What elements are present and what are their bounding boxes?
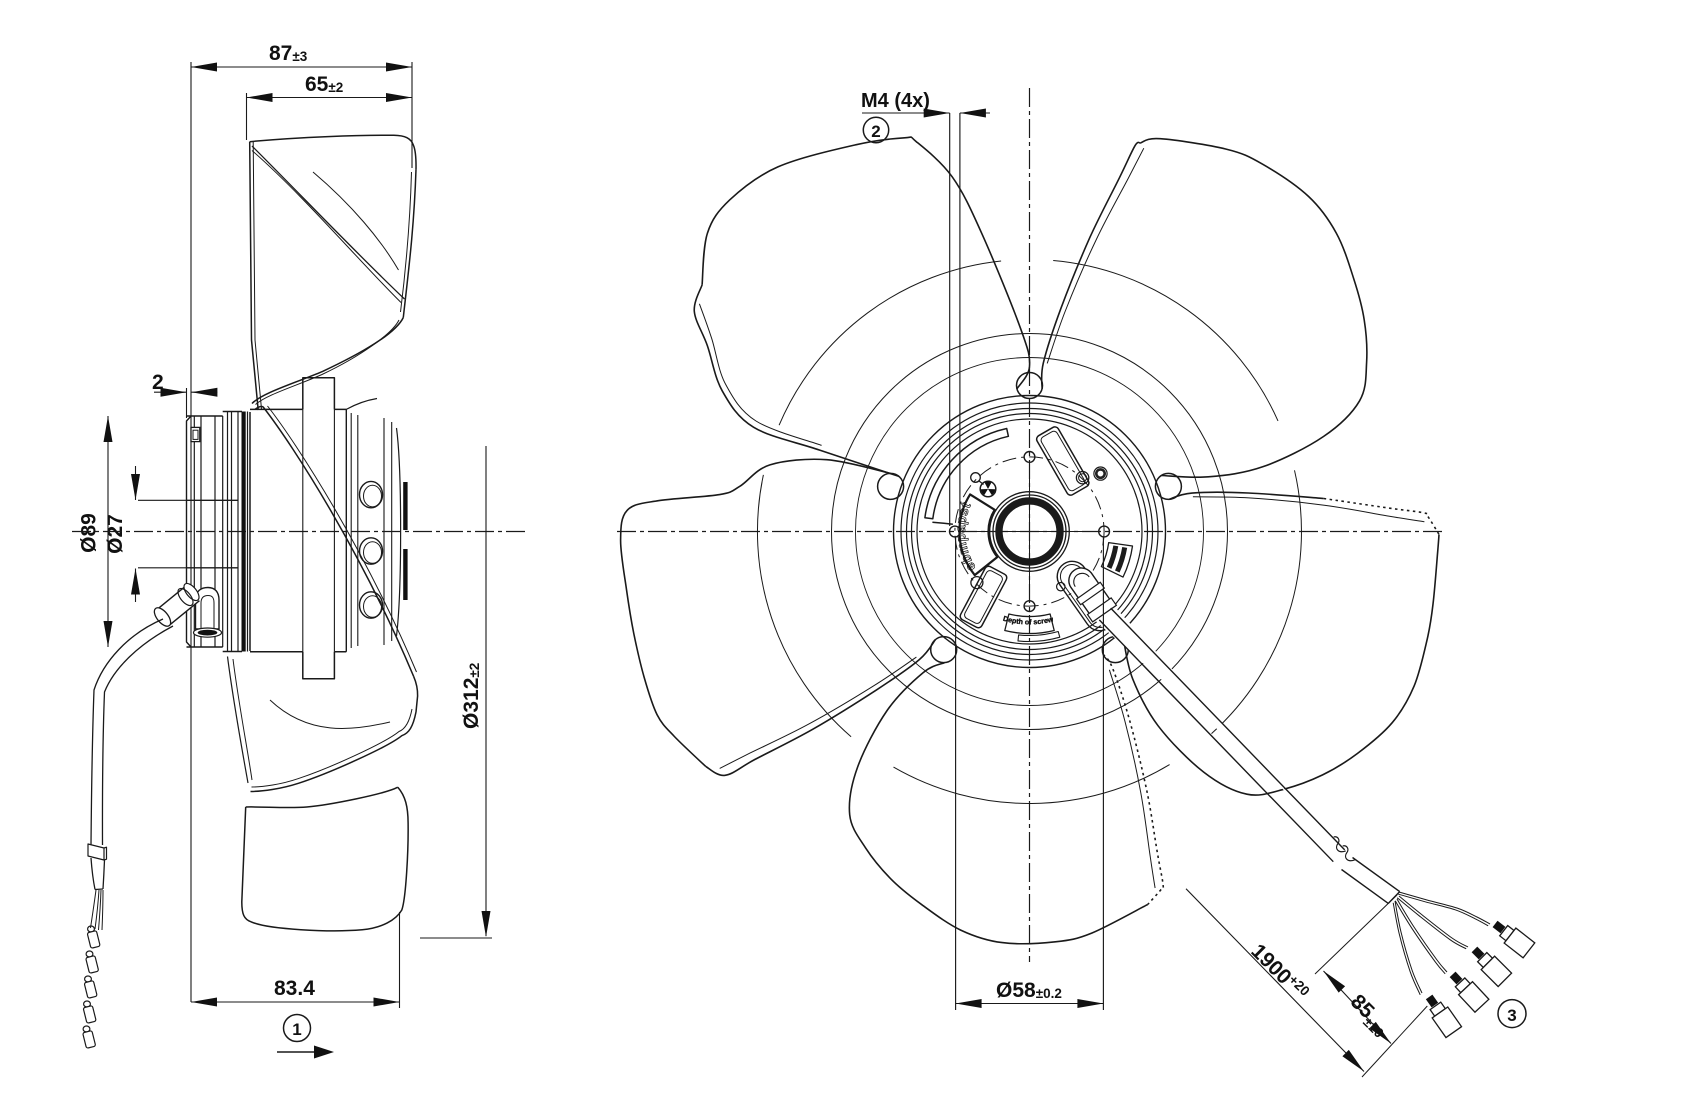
svg-text:2: 2: [871, 122, 880, 141]
svg-text:83.4: 83.4: [274, 977, 315, 1000]
svg-text:1: 1: [292, 1020, 301, 1039]
svg-text:Ø312±2: Ø312±2: [460, 663, 483, 729]
svg-text:Ø89: Ø89: [78, 513, 101, 553]
svg-text:3: 3: [1507, 1006, 1516, 1025]
svg-text:2: 2: [152, 371, 164, 394]
svg-text:Depth of screw: Depth of screw: [1002, 614, 1054, 627]
svg-text:M4 (4x): M4 (4x): [861, 90, 930, 112]
svg-text:Ø27: Ø27: [104, 514, 127, 554]
